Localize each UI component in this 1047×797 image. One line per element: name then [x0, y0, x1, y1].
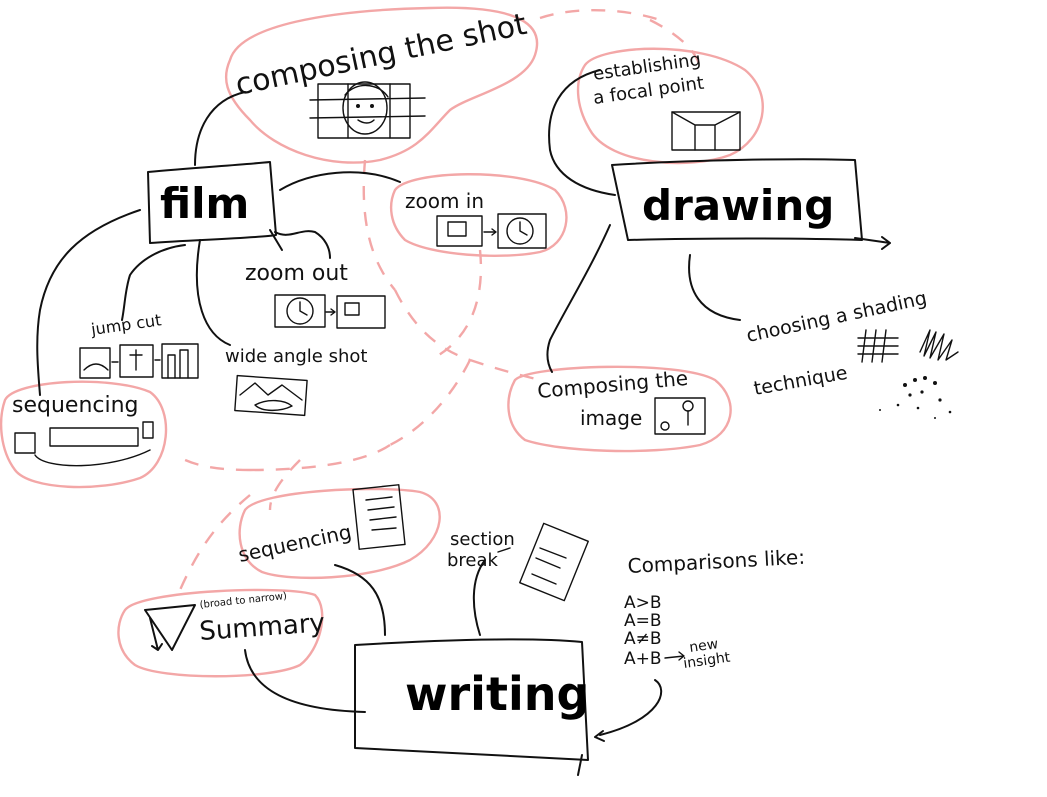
composing-the-image-topic[interactable]: Composing the image — [536, 366, 706, 435]
summary-note-label: (broad to narrow) — [199, 591, 287, 611]
film-node[interactable]: film — [147, 161, 283, 251]
jump-cut-label: jump cut — [89, 310, 163, 339]
summary-topic[interactable]: (broad to narrow) Summary — [144, 591, 326, 651]
jump-cut-sketch-icon — [79, 343, 199, 379]
section-break-topic[interactable]: section break — [447, 522, 589, 602]
writing-sequencing-topic[interactable]: sequencing — [236, 484, 406, 567]
comparisons-title: Comparisons like: — [627, 545, 806, 578]
film-sequencing-topic[interactable]: sequencing — [12, 393, 154, 467]
face-grid-sketch-icon — [309, 81, 426, 139]
choosing-shading-topic[interactable]: choosing a shading technique — [744, 287, 959, 419]
insight-label: insight — [682, 649, 731, 671]
wide-angle-sketch-icon — [234, 374, 308, 417]
comparisons-topic[interactable]: Comparisons like: A>B A=B A≠B A+B new in… — [624, 545, 806, 672]
funnel-triangle-sketch-icon — [144, 604, 196, 651]
room-perspective-sketch-icon — [671, 111, 741, 151]
drawing-node[interactable]: drawing — [611, 158, 891, 250]
summary-label: Summary — [198, 608, 325, 647]
stipple-shading-sketch-icon — [879, 376, 952, 419]
film-sequencing-label: sequencing — [12, 393, 139, 418]
writing-node[interactable]: writing — [354, 638, 589, 776]
comparison-greater: A>B — [624, 593, 662, 613]
document-sketch-icon — [352, 484, 406, 550]
dashed-connectors — [174, 8, 702, 591]
zoom-in-topic[interactable]: zoom in — [405, 189, 547, 249]
composing-the-shot-label: composing the shot — [232, 7, 530, 103]
framed-flower-sketch-icon — [654, 397, 706, 435]
zoom-out-sketch-icon — [274, 294, 386, 329]
zoom-out-topic[interactable]: zoom out — [245, 261, 386, 329]
section-break-document-sketch-icon — [519, 522, 589, 602]
new-label: new — [688, 636, 719, 656]
drawing-label: drawing — [642, 181, 834, 230]
ink-connectors — [36, 69, 741, 742]
comparison-not-equal: A≠B — [624, 629, 662, 649]
section-label: section — [450, 529, 515, 550]
zoom-in-sketch-icon — [436, 213, 547, 249]
image-label: image — [580, 406, 642, 430]
technique-label: technique — [752, 362, 849, 400]
establishing-focal-point-topic[interactable]: establishing a focal point — [592, 49, 741, 151]
comparison-plus: A+B — [624, 649, 662, 669]
highlight-ellipses — [0, 6, 764, 678]
jump-cut-topic[interactable]: jump cut — [79, 310, 199, 379]
crosshatch-sketch-icon — [857, 329, 899, 363]
film-label: film — [160, 179, 249, 228]
scribble-shading-sketch-icon — [919, 329, 959, 361]
wide-angle-shot-topic[interactable]: wide angle shot — [225, 346, 367, 417]
film-sequence-sketch-icon — [14, 421, 154, 467]
comparison-equal: A=B — [624, 611, 662, 631]
zoom-out-label: zoom out — [245, 261, 348, 286]
zoom-in-label: zoom in — [405, 189, 484, 213]
wide-angle-shot-label: wide angle shot — [225, 346, 367, 367]
writing-sequencing-label: sequencing — [236, 520, 353, 567]
break-label: break — [447, 550, 499, 571]
arrow-right-icon — [664, 651, 685, 661]
choosing-shading-label: choosing a shading — [744, 287, 928, 347]
writing-label: writing — [405, 667, 589, 721]
